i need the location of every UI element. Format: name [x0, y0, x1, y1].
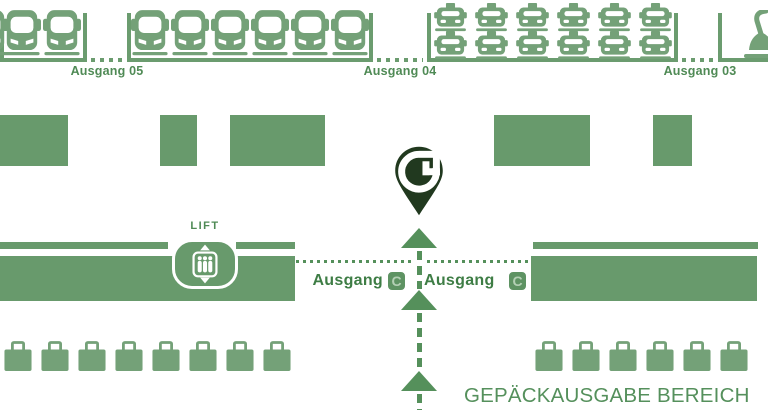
gate-opening-ausgang-05	[91, 58, 124, 62]
curb-line	[718, 58, 768, 62]
baggage-area-label: GEPÄCKAUSGABE BEREICH	[464, 384, 750, 407]
scooter-icon	[742, 10, 768, 60]
exit-c-left-badge: C	[386, 270, 407, 292]
suitcase-icon	[263, 341, 291, 372]
curb-post	[0, 38, 4, 62]
route-arrow-icon	[401, 228, 437, 248]
bus-icon	[291, 8, 329, 56]
building-block	[160, 115, 197, 166]
suitcase-icon	[189, 341, 217, 372]
taxi-icon	[557, 31, 590, 60]
taxi-icon	[639, 3, 672, 32]
taxi-icon	[516, 31, 549, 60]
route-dashed-line	[417, 394, 422, 410]
platform-edge-strip	[0, 242, 168, 249]
route-dashed-line	[417, 251, 422, 289]
building-block	[0, 115, 68, 166]
building-block	[653, 115, 692, 166]
bus-icon	[43, 8, 81, 56]
dotted-guide-line	[296, 260, 413, 263]
platform-band-left	[0, 256, 295, 301]
bus-icon	[331, 8, 369, 56]
taxi-icon	[434, 31, 467, 60]
suitcase-icon	[226, 341, 254, 372]
curb-post	[718, 13, 722, 62]
suitcase-icon	[646, 341, 674, 372]
bus-icon	[171, 8, 209, 56]
curb-post	[127, 13, 131, 62]
taxi-icon	[475, 31, 508, 60]
bus-icon	[251, 8, 289, 56]
curb-post	[674, 13, 678, 62]
suitcase-icon	[683, 341, 711, 372]
curb-post	[427, 13, 431, 62]
location-pin-icon	[390, 143, 448, 219]
exit-label-ausgang-04: Ausgang 04	[363, 64, 437, 78]
suitcase-icon	[609, 341, 637, 372]
suitcase-icon	[572, 341, 600, 372]
taxi-icon	[639, 31, 672, 60]
bus-icon	[211, 8, 249, 56]
dotted-guide-line	[427, 260, 531, 263]
suitcase-icon	[115, 341, 143, 372]
taxi-icon	[598, 3, 631, 32]
building-block	[494, 115, 590, 166]
route-arrow-icon	[401, 371, 437, 391]
taxi-icon	[475, 3, 508, 32]
platform-band-right	[531, 256, 757, 301]
platform-edge-strip	[236, 242, 295, 249]
curb-line	[427, 58, 677, 62]
suitcase-icon	[535, 341, 563, 372]
route-arrow-icon	[401, 290, 437, 310]
suitcase-icon	[152, 341, 180, 372]
route-dashed-line	[417, 313, 422, 370]
gate-opening-ausgang-04	[377, 58, 423, 62]
exit-label-ausgang-03: Ausgang 03	[663, 64, 737, 78]
lift-badge	[172, 239, 238, 289]
building-block	[230, 115, 325, 166]
suitcase-icon	[720, 341, 748, 372]
gate-opening-ausgang-03	[682, 58, 714, 62]
taxi-icon	[598, 31, 631, 60]
suitcase-icon	[41, 341, 69, 372]
suitcase-icon	[4, 341, 32, 372]
taxi-icon	[557, 3, 590, 32]
curb-post	[369, 13, 373, 62]
bus-icon	[131, 8, 169, 56]
suitcase-icon	[78, 341, 106, 372]
taxi-icon	[434, 3, 467, 32]
taxi-icon	[516, 3, 549, 32]
exit-c-left-label: Ausgang	[312, 272, 383, 289]
curb-post	[83, 13, 87, 62]
exit-label-ausgang-05: Ausgang 05	[70, 64, 144, 78]
lift-label: LIFT	[190, 220, 220, 232]
bus-icon	[3, 8, 41, 56]
curb-line	[0, 58, 86, 62]
elevator-icon	[175, 242, 235, 286]
exit-c-right-badge: C	[507, 270, 528, 292]
curb-line	[127, 58, 372, 62]
platform-edge-strip	[533, 242, 758, 249]
exit-c-right-label: Ausgang	[424, 272, 495, 289]
